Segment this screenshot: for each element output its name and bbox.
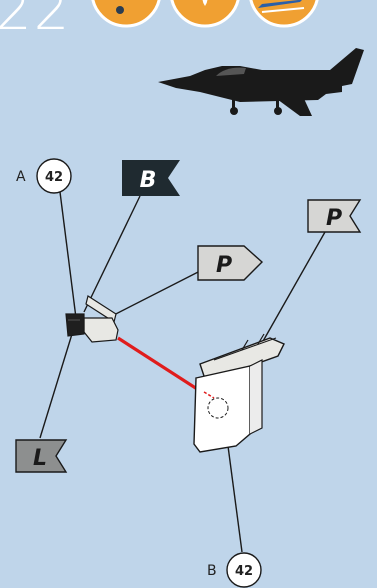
level-icon <box>91 0 161 28</box>
callout-b: B 42 <box>207 552 262 588</box>
flag-light-right-letter: P <box>326 206 342 231</box>
callout-a-number: 42 <box>45 170 63 185</box>
step-number: 22 <box>0 0 72 43</box>
flag-black-letter: B <box>140 168 157 193</box>
flag-black: B <box>122 160 180 196</box>
callout-a-letter: A <box>16 169 26 185</box>
flag-light-right: P <box>307 199 362 233</box>
callout-b-number: 42 <box>235 564 253 579</box>
leader-lines <box>39 191 326 553</box>
flag-light-mid: P <box>197 245 264 281</box>
bracket-assembly <box>193 333 285 453</box>
aircraft-icon <box>249 0 319 28</box>
oil-drop-icon <box>170 0 240 28</box>
flag-light-mid-letter: P <box>216 253 232 278</box>
callout-b-letter: B <box>207 563 217 579</box>
callout-a: A 42 <box>16 158 72 194</box>
small-part-assembly <box>65 295 119 343</box>
flag-gray-letter: L <box>33 446 47 471</box>
aircraft-silhouette <box>158 48 364 116</box>
flag-gray: L <box>15 439 68 473</box>
